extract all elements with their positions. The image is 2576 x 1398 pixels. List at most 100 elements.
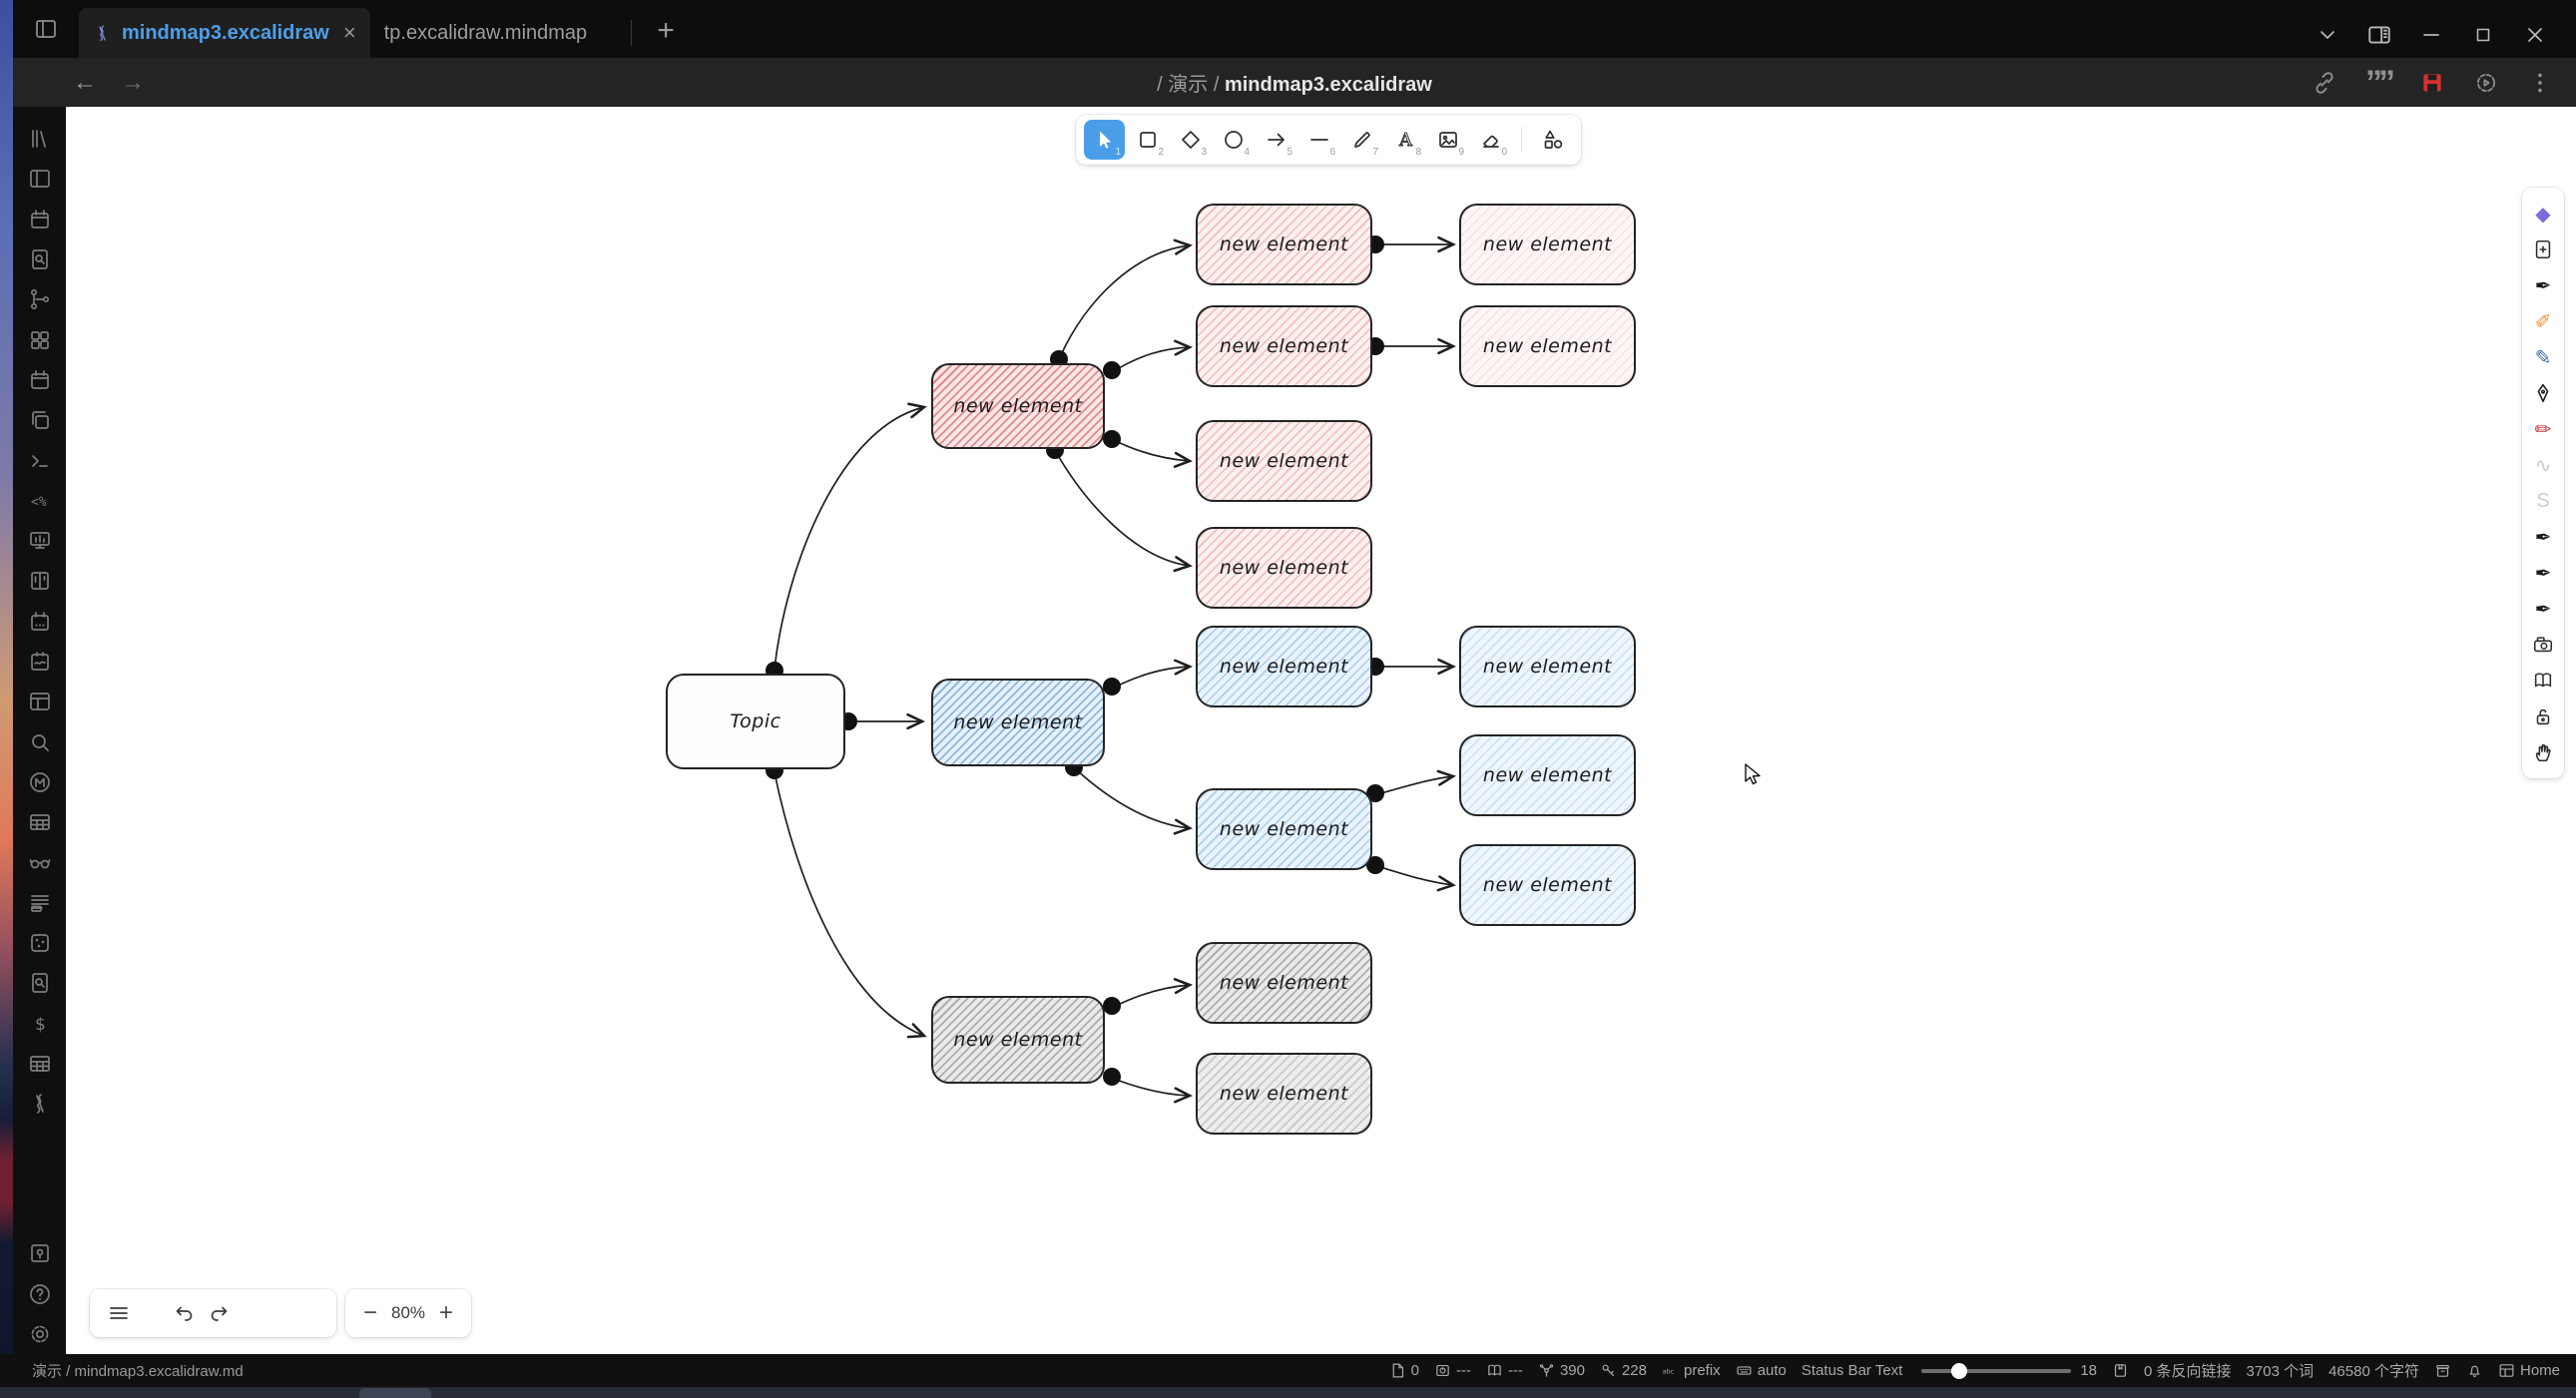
new-tab-button[interactable]: + — [657, 14, 675, 47]
ribbon-kanban-icon[interactable] — [20, 561, 60, 601]
new-drawing-icon[interactable] — [2526, 232, 2560, 267]
ribbon-terminal-icon[interactable] — [20, 440, 60, 480]
tool-more-shapes[interactable] — [1532, 120, 1573, 160]
tool-image[interactable]: 9 — [1427, 120, 1468, 160]
ribbon-search-icon[interactable] — [20, 721, 60, 761]
reading-status[interactable]: --- — [1486, 1362, 1523, 1379]
breadcrumb-folder[interactable]: 演示 — [1168, 74, 1209, 96]
mindmap-node-blue-grand-2[interactable]: new element — [1459, 734, 1636, 816]
ribbon-file-search-icon[interactable] — [20, 239, 60, 279]
save-indicator[interactable] — [2112, 1362, 2129, 1379]
mindmap-node-red-child-2[interactable]: new element — [1196, 305, 1372, 387]
tool-arrow[interactable]: 5 — [1256, 120, 1296, 160]
connection-dot-4[interactable] — [1103, 361, 1121, 379]
font-size-slider[interactable]: 18 — [1917, 1362, 2097, 1379]
brush-blue-icon[interactable]: ✎ — [2534, 346, 2552, 369]
redo-icon[interactable] — [202, 1296, 236, 1330]
prefix-setting[interactable]: prefix — [1662, 1362, 1721, 1379]
book-icon[interactable] — [2526, 663, 2560, 699]
more-options-icon[interactable] — [2526, 69, 2554, 97]
quote-icon[interactable]: ”” — [2365, 63, 2395, 102]
word-count[interactable]: 3703 个词 — [2247, 1360, 2315, 1381]
mindmap-edge-4[interactable] — [1113, 339, 1193, 372]
pages-count[interactable]: 0 — [1389, 1362, 1419, 1379]
workspace-home[interactable]: Home — [2498, 1362, 2560, 1379]
ribbon-library-icon[interactable] — [20, 119, 60, 159]
ribbon-file-search-2-icon[interactable] — [20, 963, 60, 1003]
ribbon-dashboard-icon[interactable] — [20, 319, 60, 359]
forward-button[interactable]: → — [121, 68, 145, 96]
mindmap-node-blue-parent[interactable]: new element — [931, 679, 1105, 766]
minimize-icon[interactable] — [2418, 22, 2444, 48]
font-size-slider-track[interactable] — [1921, 1362, 2072, 1379]
ribbon-copy-files-icon[interactable] — [20, 400, 60, 440]
ribbon-metadata-menu-icon[interactable] — [20, 762, 60, 802]
keys-count[interactable]: 228 — [1600, 1362, 1647, 1379]
fountain-pen-icon[interactable] — [2526, 375, 2560, 411]
zoom-in-button[interactable]: + — [438, 1299, 453, 1326]
obsidian-icon[interactable]: ◆ — [2535, 203, 2551, 226]
mindmap-edge-5[interactable] — [1113, 439, 1193, 468]
status-file-path[interactable]: 演示 / mindmap3.excalidraw.md — [32, 1363, 244, 1380]
mindmap-node-red-parent[interactable]: new element — [931, 363, 1105, 449]
pen-4-icon[interactable]: ✒ — [2534, 598, 2552, 621]
breadcrumb[interactable]: / 演示 / mindmap3.excalidraw — [1157, 74, 1432, 96]
mindmap-node-blue-child-2[interactable]: new element — [1196, 788, 1372, 870]
hand-icon[interactable] — [2526, 734, 2560, 770]
ribbon-slides-icon[interactable] — [20, 521, 60, 561]
ribbon-table-tool-icon[interactable] — [20, 1044, 60, 1084]
tab-tp-mindmap[interactable]: tp.excalidraw.mindmap — [383, 21, 588, 44]
mindmap-node-gray-child-2[interactable]: new element — [1196, 1053, 1372, 1135]
zoom-out-button[interactable]: − — [362, 1299, 377, 1326]
ribbon-calendar-icon[interactable] — [20, 200, 60, 239]
ribbon-database-icon[interactable] — [20, 802, 60, 842]
crayon-red-icon[interactable]: ✏ — [2534, 418, 2552, 441]
mindmap-edge-2[interactable] — [773, 771, 927, 1039]
mindmap-node-red-child-4[interactable]: new element — [1196, 527, 1372, 609]
ribbon-templater-icon[interactable] — [20, 481, 60, 521]
mindmap-edge-13[interactable] — [1376, 865, 1456, 892]
mindmap-node-blue-grand-3[interactable]: new element — [1459, 844, 1636, 926]
archive-status[interactable] — [2434, 1362, 2451, 1379]
window-layout-icon[interactable] — [2366, 22, 2392, 48]
ribbon-outline-icon[interactable] — [20, 883, 60, 923]
mindmap-edge-6[interactable] — [1055, 451, 1193, 573]
mindmap-node-topic[interactable]: Topic — [666, 674, 845, 769]
connection-dot-14[interactable] — [1103, 997, 1121, 1015]
pen-2-icon[interactable]: ✒ — [2534, 526, 2552, 549]
mindmap-node-gray-parent[interactable]: new element — [931, 996, 1105, 1084]
mindmap-edge-15[interactable] — [1113, 1078, 1193, 1104]
ribbon-journal-icon[interactable] — [20, 642, 60, 682]
scribble-s-icon[interactable]: S — [2536, 489, 2550, 512]
connection-dot-9[interactable] — [1103, 678, 1121, 696]
pen-3-icon[interactable]: ✒ — [2534, 562, 2552, 585]
mindmap-node-pink-grand-1[interactable]: new element — [1459, 204, 1636, 285]
mindmap-node-blue-grand-1[interactable]: new element — [1459, 626, 1636, 707]
ribbon-help-icon[interactable] — [20, 1273, 60, 1313]
mindmap-edge-0[interactable] — [773, 402, 927, 670]
tool-rectangle[interactable]: 2 — [1127, 120, 1168, 160]
camera-icon[interactable] — [2526, 627, 2560, 663]
tab-mindmap3[interactable]: mindmap3.excalidraw × — [79, 8, 370, 58]
save-icon[interactable] — [2418, 69, 2446, 97]
mindmap-edge-3[interactable] — [1059, 238, 1193, 358]
char-count[interactable]: 46580 个字符 — [2328, 1360, 2419, 1381]
mindmap-node-gray-child-1[interactable]: new element — [1196, 942, 1372, 1024]
ribbon-reading-view-icon[interactable] — [20, 842, 60, 882]
connection-dot-6[interactable] — [1103, 430, 1121, 448]
lock-open-icon[interactable] — [2526, 699, 2560, 734]
ribbon-excalidraw-icon[interactable] — [20, 1084, 60, 1124]
zoom-level[interactable]: 80% — [390, 1303, 426, 1322]
script-settings-icon[interactable] — [2472, 69, 2500, 97]
backlinks-count[interactable]: 0 条反向链接 — [2144, 1360, 2232, 1381]
tool-text[interactable]: 8 — [1384, 120, 1425, 160]
pen-black-icon[interactable]: ✒ — [2534, 274, 2552, 297]
tool-ellipse[interactable]: 4 — [1213, 120, 1254, 160]
chevron-down-icon[interactable] — [2315, 22, 2340, 48]
highlighter-icon[interactable]: ✐ — [2534, 310, 2552, 333]
mindmap-node-pink-grand-2[interactable]: new element — [1459, 305, 1636, 387]
font-size-slider-thumb[interactable] — [1951, 1362, 1968, 1379]
ribbon-currency-icon[interactable] — [20, 1004, 60, 1044]
tool-draw[interactable]: 7 — [1341, 120, 1382, 160]
excalidraw-canvas[interactable]: Topic new element new element new element ne… — [66, 107, 2576, 1354]
